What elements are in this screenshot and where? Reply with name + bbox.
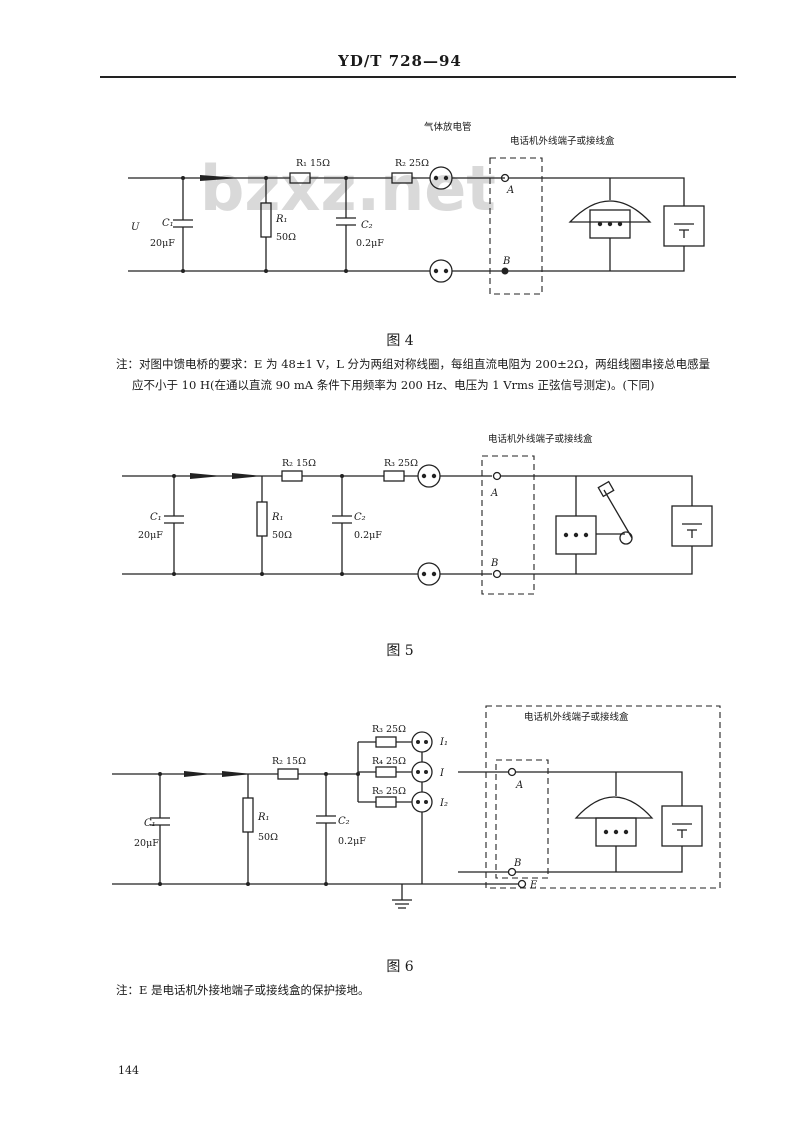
c1-value: 20μF: [134, 838, 159, 849]
gas-tube-icon: [417, 562, 441, 586]
c2-label: C₂: [354, 512, 366, 523]
terminal-a-label: A: [506, 185, 514, 196]
r1-value: 50Ω: [258, 832, 278, 843]
r1-value: 50Ω: [276, 232, 296, 243]
telephone-icon: [555, 476, 633, 574]
branch-resistor-2-label: R₄ 25Ω: [372, 756, 406, 767]
coupling-arrow-icon: [222, 771, 252, 777]
figure-6-caption: 图 6: [386, 959, 414, 975]
figure-4-diagram: bzxz.net 气体放电管 电话机外线端子或接线盒 R₁ 15Ω R₂ 25Ω…: [128, 121, 705, 295]
coupling-arrow-icon: [200, 175, 240, 181]
resistor-25-label: R₂ 25Ω: [395, 158, 429, 169]
output-i-label: I: [439, 768, 445, 779]
c2-value: 0.2μF: [338, 836, 366, 847]
resistor-15-label: R₁ 15Ω: [296, 158, 330, 169]
c2-label: C₂: [361, 220, 373, 231]
watermark: bzxz.net: [200, 152, 496, 225]
gas-tube-icon: [411, 761, 433, 783]
terminal-b-label: B: [502, 256, 510, 267]
battery-icon: [671, 505, 713, 547]
c1-value: 20μF: [138, 530, 163, 541]
gas-tube-icon: [411, 791, 433, 813]
c1-label: C₁: [150, 512, 162, 523]
c1-label: C₁: [144, 818, 156, 829]
gas-tube-icon: [429, 166, 453, 190]
note-line-1: 注：对图中馈电桥的要求：E 为 48±1 V，L 分为两组对称线圈，每组直流电阻…: [116, 357, 711, 371]
c2-value: 0.2μF: [356, 238, 384, 249]
terminal-b-label: B: [513, 858, 521, 869]
gas-tube-label: 气体放电管: [424, 121, 472, 133]
terminal-e-label: E: [529, 880, 538, 891]
telephone-icon: [574, 772, 654, 872]
output-i1-label: I₁: [439, 737, 448, 748]
ground-icon: [392, 884, 412, 909]
branch-resistor-3-label: R₅ 25Ω: [372, 786, 406, 797]
gas-tube-icon: [411, 731, 433, 753]
output-i2-label: I₂: [439, 798, 448, 809]
figure-5-diagram: 电话机外线端子或接线盒 R₂ 15Ω R₃ 25Ω C₁ 20μF R₁ 50Ω…: [122, 433, 713, 595]
c1-value: 20μF: [150, 238, 175, 249]
r1-value: 50Ω: [272, 530, 292, 541]
coupling-arrow-icon: [190, 473, 222, 479]
c1-label: C₁: [162, 218, 174, 229]
branch-resistor-1-label: R₃ 25Ω: [372, 724, 406, 735]
terminal-box-label: 电话机外线端子或接线盒: [488, 433, 593, 445]
source-label: U: [131, 222, 140, 233]
figure-6-diagram: 电话机外线端子或接线盒 R₂ 15Ω R₃ 25Ω R₄ 25Ω R₅ 25Ω …: [112, 705, 721, 909]
battery-icon: [661, 805, 703, 847]
resistor-15-label: R₂ 15Ω: [272, 756, 306, 767]
c2-label: C₂: [338, 816, 350, 827]
page-number: 144: [118, 1064, 139, 1077]
gas-tube-icon: [429, 259, 453, 283]
telephone-icon: [568, 178, 652, 271]
note-line-2: 应不小于 10 H(在通以直流 90 mA 条件下用频率为 200 Hz、电压为…: [132, 378, 655, 392]
gas-tube-icon: [417, 464, 441, 488]
terminal-b-label: B: [490, 558, 498, 569]
resistor-15-label: R₂ 15Ω: [282, 458, 316, 469]
document-code: YD/T 728—94: [338, 52, 462, 70]
terminal-box-label: 电话机外线端子或接线盒: [524, 711, 629, 723]
figure-5-caption: 图 5: [386, 643, 414, 659]
r1-label: R₁: [257, 812, 270, 823]
figure-6-note: 注：E 是电话机外接地端子或接线盒的保护接地。: [116, 983, 370, 997]
r1-label: R₁: [275, 214, 288, 225]
coupling-arrow-icon: [232, 473, 262, 479]
figure-4-caption: 图 4: [386, 333, 414, 349]
terminal-a-label: A: [490, 488, 498, 499]
r1-label: R₁: [271, 512, 284, 523]
c2-value: 0.2μF: [354, 530, 382, 541]
terminal-box-label: 电话机外线端子或接线盒: [510, 135, 615, 147]
figure-4-note: 注：对图中馈电桥的要求：E 为 48±1 V，L 分为两组对称线圈，每组直流电阻…: [116, 354, 756, 396]
resistor-25-label: R₃ 25Ω: [384, 458, 418, 469]
battery-icon: [663, 205, 705, 247]
terminal-a-label: A: [515, 780, 523, 791]
header-rule: [100, 76, 736, 78]
coupling-arrow-icon: [184, 771, 212, 777]
